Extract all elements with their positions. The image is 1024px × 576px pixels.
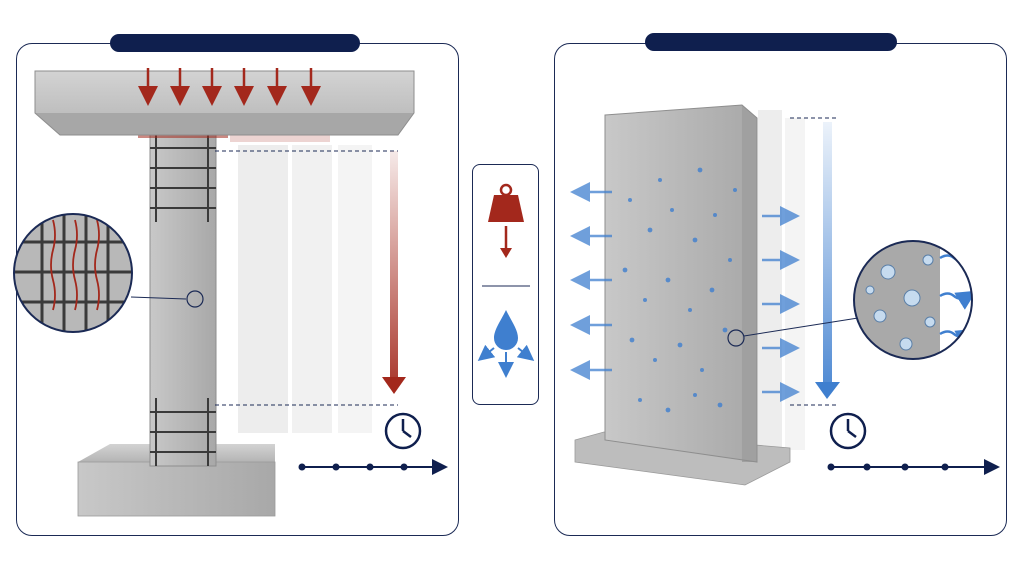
wall-moisture-drops [622,167,737,413]
column-ghost-stages [238,145,372,433]
moisture-out-arrows-left [570,182,612,380]
timeline-arrow [298,459,448,475]
slab-top [34,70,415,136]
clock-icon-right [829,412,867,450]
creep-panel-title [110,34,360,52]
concrete-column [149,127,217,467]
clock-icon [384,412,422,450]
magnified-detail [13,213,204,333]
load-arrows [138,68,321,106]
shrinkage-panel-title [645,33,897,51]
magnified-detail-right [727,240,973,360]
weight-icon [488,183,524,258]
creep-deformation-arrow [215,150,406,406]
wall-ghost-stages [758,110,805,450]
concrete-wall [604,104,758,463]
water-drop-icon [477,310,535,378]
timeline-arrow-right [827,459,1000,475]
moisture-out-arrows-right [762,206,800,402]
column-rebar-cage [150,130,216,466]
shrinkage-deformation-arrow [790,117,840,406]
